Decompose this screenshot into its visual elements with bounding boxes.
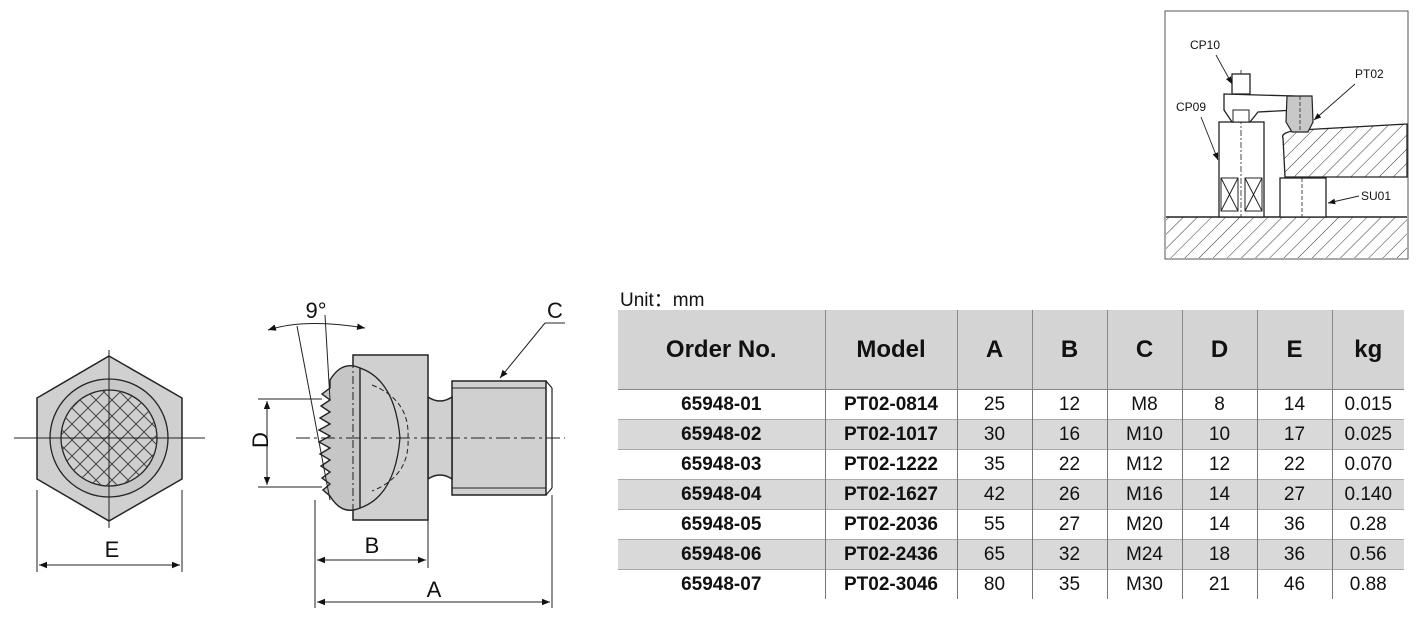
label-pt02: PT02	[1355, 67, 1384, 81]
angle-arc	[267, 323, 366, 331]
cell-a: 42	[957, 479, 1033, 510]
cell-c: M30	[1107, 569, 1183, 599]
header-model: Model	[825, 310, 958, 390]
cell-model: PT02-3046	[825, 569, 958, 599]
pt02-pad	[1285, 95, 1314, 133]
cell-e: 27	[1257, 479, 1333, 510]
assembly-view: CP10 PT02 CP09 SU01	[1164, 10, 1409, 260]
cell-kg: 0.070	[1332, 449, 1404, 480]
table-row: 65948-05 PT02-2036 55 27 M20 14 36 0.28	[618, 509, 1404, 540]
side-view: 9° C D B A	[248, 298, 565, 608]
cell-d: 8	[1182, 389, 1258, 420]
cell-b: 12	[1032, 389, 1108, 420]
header-e: E	[1257, 310, 1333, 390]
label-su01: SU01	[1361, 189, 1391, 203]
cell-e: 22	[1257, 449, 1333, 480]
cell-order-no: 65948-07	[618, 569, 826, 599]
cell-b: 16	[1032, 419, 1108, 450]
cell-order-no: 65948-03	[618, 449, 826, 480]
cell-d: 21	[1182, 569, 1258, 599]
cell-order-no: 65948-02	[618, 419, 826, 450]
cell-d: 18	[1182, 539, 1258, 570]
cell-order-no: 65948-05	[618, 509, 826, 540]
unit-label: Unit：mm	[620, 290, 705, 311]
cell-model: PT02-2436	[825, 539, 958, 570]
cell-e: 17	[1257, 419, 1333, 450]
table-row: 65948-06 PT02-2436 65 32 M24 18 36 0.56	[618, 539, 1404, 570]
cell-a: 35	[957, 449, 1033, 480]
cell-d: 12	[1182, 449, 1258, 480]
cell-c: M10	[1107, 419, 1183, 450]
dim-label-d: D	[248, 432, 273, 448]
cell-e: 36	[1257, 539, 1333, 570]
spec-table: Order No. Model A B C D E kg 65948-01 PT…	[618, 310, 1404, 599]
dim-label-a: A	[427, 577, 442, 602]
cell-b: 22	[1032, 449, 1108, 480]
table-header-row: Order No. Model A B C D E kg	[618, 310, 1404, 390]
cell-kg: 0.015	[1332, 389, 1404, 420]
cell-b: 32	[1032, 539, 1108, 570]
header-c: C	[1107, 310, 1183, 390]
dim-label-b: B	[365, 533, 380, 558]
cell-c: M16	[1107, 479, 1183, 510]
cell-kg: 0.140	[1332, 479, 1404, 510]
cell-c: M20	[1107, 509, 1183, 540]
cell-e: 14	[1257, 389, 1333, 420]
cell-order-no: 65948-04	[618, 479, 826, 510]
cell-model: PT02-1017	[825, 419, 958, 450]
header-a: A	[957, 310, 1033, 390]
table-row: 65948-01 PT02-0814 25 12 M8 8 14 0.015	[618, 389, 1404, 420]
cell-b: 35	[1032, 569, 1108, 599]
header-kg: kg	[1332, 310, 1404, 390]
cell-b: 27	[1032, 509, 1108, 540]
cell-a: 55	[957, 509, 1033, 540]
cell-a: 30	[957, 419, 1033, 450]
cell-a: 80	[957, 569, 1033, 599]
cell-d: 14	[1182, 509, 1258, 540]
label-cp10: CP10	[1190, 38, 1220, 52]
table-row: 65948-03 PT02-1222 35 22 M12 12 22 0.070	[618, 449, 1404, 480]
table-row: 65948-02 PT02-1017 30 16 M10 10 17 0.025	[618, 419, 1404, 450]
cell-c: M8	[1107, 389, 1183, 420]
cell-a: 65	[957, 539, 1033, 570]
cell-kg: 0.88	[1332, 569, 1404, 599]
cell-model: PT02-2036	[825, 509, 958, 540]
cell-model: PT02-1222	[825, 449, 958, 480]
cell-e: 36	[1257, 509, 1333, 540]
dim-label-c: C	[547, 298, 563, 323]
cell-kg: 0.025	[1332, 419, 1404, 450]
dim-label-e: E	[105, 537, 120, 562]
cell-b: 26	[1032, 479, 1108, 510]
cell-c: M12	[1107, 449, 1183, 480]
cell-model: PT02-1627	[825, 479, 958, 510]
header-order-no: Order No.	[618, 310, 826, 390]
cell-c: M24	[1107, 539, 1183, 570]
hex-front-view: E	[14, 350, 205, 572]
cell-kg: 0.28	[1332, 509, 1404, 540]
cell-model: PT02-0814	[825, 389, 958, 420]
cell-kg: 0.56	[1332, 539, 1404, 570]
cell-order-no: 65948-01	[618, 389, 826, 420]
angle-label: 9°	[305, 298, 326, 323]
label-cp09: CP09	[1176, 100, 1206, 114]
cell-d: 14	[1182, 479, 1258, 510]
header-d: D	[1182, 310, 1258, 390]
cell-d: 10	[1182, 419, 1258, 450]
cell-a: 25	[957, 389, 1033, 420]
table-row: 65948-04 PT02-1627 42 26 M16 14 27 0.140	[618, 479, 1404, 510]
table-row: 65948-07 PT02-3046 80 35 M30 21 46 0.88	[618, 569, 1404, 599]
su01-block	[1279, 177, 1327, 218]
header-b: B	[1032, 310, 1108, 390]
cell-order-no: 65948-06	[618, 539, 826, 570]
cell-e: 46	[1257, 569, 1333, 599]
